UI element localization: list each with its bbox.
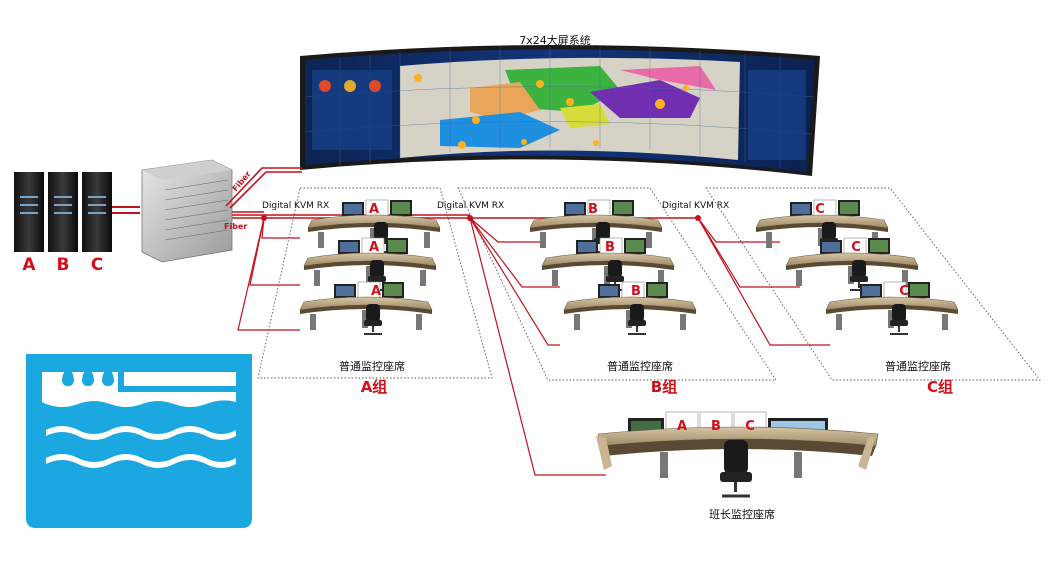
- station-letter-b-1: B: [588, 202, 598, 217]
- station-letter-a-1: A: [369, 202, 379, 217]
- station-letter-b-3: B: [631, 284, 641, 299]
- station-letter-c-3: C: [899, 284, 909, 299]
- group-label-b: B组: [651, 378, 677, 396]
- group-label-c: C组: [927, 378, 953, 396]
- receiver-label-a: Digital KVM RX: [262, 201, 329, 211]
- water-logo-icon: [26, 354, 252, 528]
- supervisor-console: A B C 班长监控座席: [596, 411, 879, 521]
- receiver-label-b: Digital KVM RX: [437, 201, 504, 211]
- supervisor-letter-a: A: [677, 419, 687, 434]
- station-letter-c-1: C: [815, 202, 825, 217]
- supervisor-letter-b: B: [711, 419, 721, 434]
- server-rack-icon: [14, 172, 112, 252]
- group-b: B B B 普通监控座席 B组: [469, 199, 697, 476]
- fiber-label-2: Fiber: [224, 222, 247, 231]
- group-areas: [257, 187, 1041, 381]
- seat-label-c: 普通监控座席: [885, 359, 951, 373]
- server-links: [112, 206, 140, 214]
- seat-label-a: 普通监控座席: [339, 359, 405, 373]
- receiver-label-c: Digital KVM RX: [662, 201, 729, 211]
- control-console-icon: [299, 281, 433, 335]
- video-wall: [300, 45, 820, 176]
- server-label-c: C: [91, 255, 103, 275]
- group-c: C C C 普通监控座席 C组: [697, 199, 959, 396]
- supervisor-letter-c: C: [745, 419, 755, 434]
- station-letter-a-2: A: [369, 240, 379, 255]
- video-wall-title: 7x24大屏系统: [519, 33, 591, 47]
- station-letter-c-2: C: [851, 240, 861, 255]
- server-label-a: A: [22, 255, 36, 275]
- kvm-switch-icon: [141, 159, 233, 263]
- control-console-icon: [563, 281, 697, 335]
- station-letter-a-3: A: [371, 284, 381, 299]
- supervisor-label: 班长监控座席: [709, 507, 775, 521]
- server-label-b: B: [57, 255, 70, 275]
- fiber-to-wall: [225, 167, 302, 209]
- group-a: A A A 普通监控座席 A组: [237, 199, 441, 396]
- group-label-a: A组: [361, 378, 388, 396]
- seat-label-b: 普通监控座席: [607, 359, 673, 373]
- station-letter-b-2: B: [605, 240, 615, 255]
- control-console-icon: [825, 281, 959, 335]
